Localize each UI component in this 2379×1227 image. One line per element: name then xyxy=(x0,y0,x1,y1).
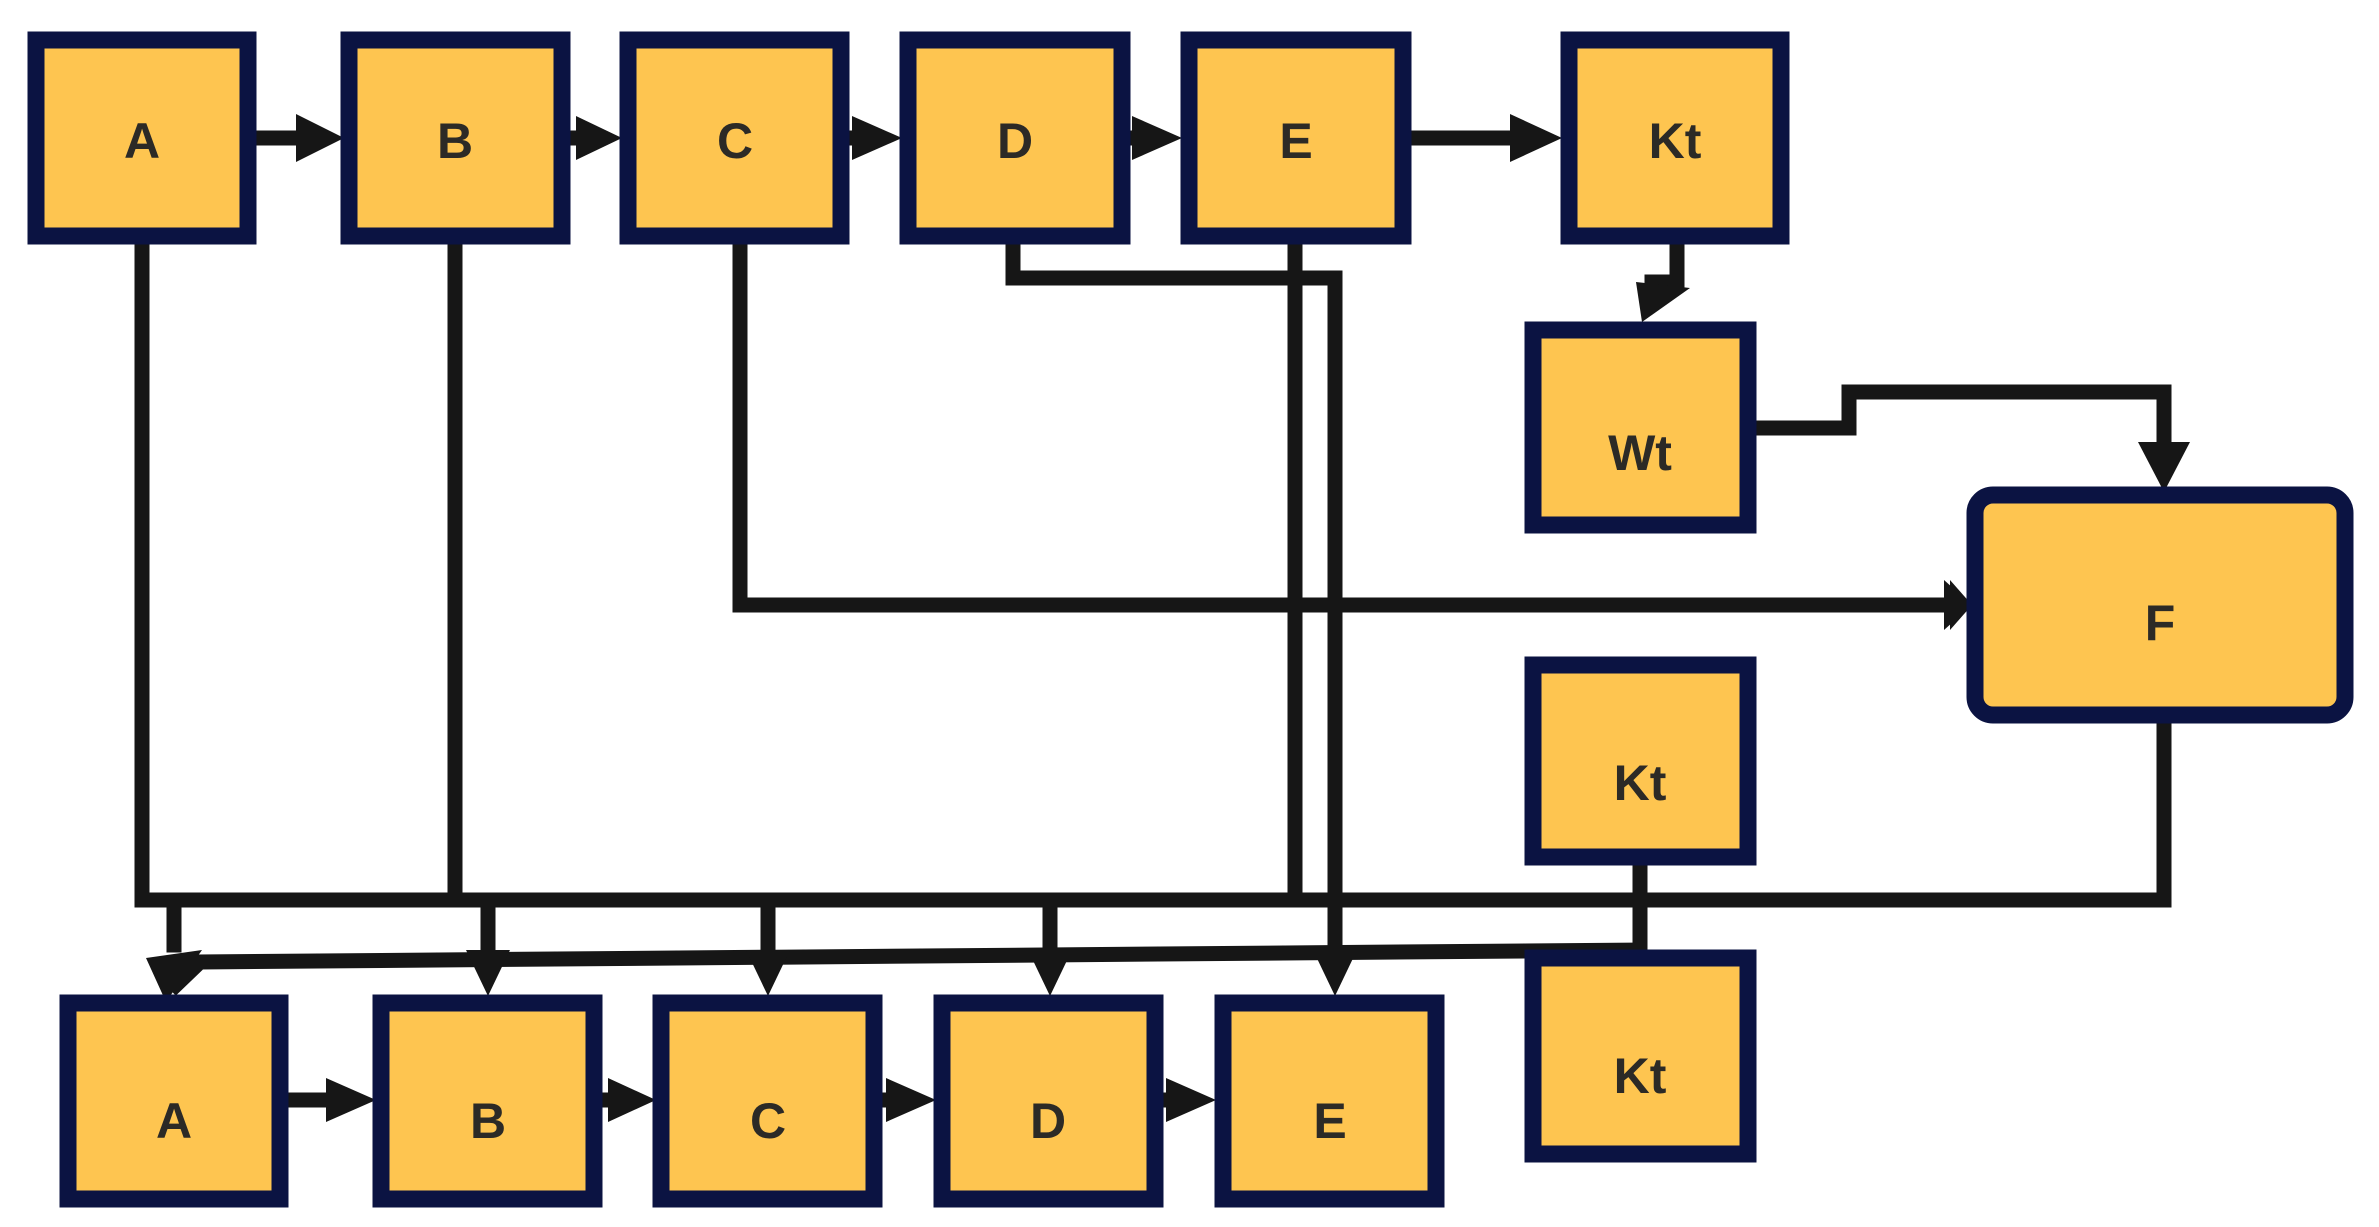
node-label: E xyxy=(1279,113,1312,169)
node-mid-kt: Kt xyxy=(1524,656,1757,866)
edge-top-c-f xyxy=(732,228,1958,613)
node-label: Wt xyxy=(1608,425,1672,481)
node-label: B xyxy=(437,113,473,169)
node-box xyxy=(899,31,1131,245)
node-bottom-a: A xyxy=(59,994,289,1208)
edge-top-d-bottom-e xyxy=(1005,228,1343,963)
node-label: Kt xyxy=(1614,755,1667,811)
node-top-a: A xyxy=(27,31,257,245)
node-bottom-d: D xyxy=(933,994,1164,1208)
node-bottom-kt: Kt xyxy=(1524,949,1757,1163)
node-label: A xyxy=(156,1093,192,1149)
node-box xyxy=(1524,949,1757,1163)
node-box xyxy=(1180,31,1412,245)
node-label: C xyxy=(717,113,753,169)
edge-wt-f xyxy=(1741,384,2172,452)
node-top-d: D xyxy=(899,31,1131,245)
node-box xyxy=(340,31,571,245)
connectors xyxy=(134,114,2190,1122)
node-bottom-b: B xyxy=(372,994,603,1208)
node-label: E xyxy=(1313,1093,1346,1149)
node-box xyxy=(1524,321,1757,534)
arrow-head xyxy=(146,950,202,1002)
node-label: A xyxy=(124,113,160,169)
arrow-head xyxy=(1944,580,1972,630)
node-label: B xyxy=(470,1093,506,1149)
arrow-head xyxy=(852,116,902,160)
arrow-head xyxy=(576,116,622,160)
node-box xyxy=(1966,486,2354,724)
node-box xyxy=(1214,994,1445,1208)
arrow-head xyxy=(466,950,510,996)
node-box xyxy=(372,994,603,1208)
node-box xyxy=(933,994,1164,1208)
node-wt: Wt xyxy=(1524,321,1757,534)
node-f: F xyxy=(1966,486,2354,724)
arrow-head xyxy=(886,1078,936,1122)
bus-lower xyxy=(165,942,1648,996)
arrow-head xyxy=(1313,950,1357,996)
bus-upper xyxy=(134,715,2172,908)
arrow-head xyxy=(746,950,790,996)
arrow-head xyxy=(1166,1078,1216,1122)
node-box xyxy=(27,31,257,245)
node-box xyxy=(59,994,289,1208)
node-label: F xyxy=(2145,595,2176,651)
arrow-head xyxy=(1028,950,1072,996)
nodes: A B C D E Kt Wt F xyxy=(27,31,2354,1208)
arrow-head xyxy=(1132,116,1182,160)
node-box xyxy=(1560,31,1790,245)
arrow-head xyxy=(296,114,344,162)
node-box xyxy=(652,994,883,1208)
node-top-b: B xyxy=(340,31,571,245)
arrow-head xyxy=(1636,282,1690,322)
node-label: D xyxy=(1030,1093,1066,1149)
node-top-e: E xyxy=(1180,31,1412,245)
node-label: Kt xyxy=(1649,113,1702,169)
arrow-head xyxy=(2138,442,2190,492)
arrow-head xyxy=(326,1078,376,1122)
node-label: Kt xyxy=(1614,1048,1667,1104)
node-top-kt: Kt xyxy=(1560,31,1790,245)
node-label: D xyxy=(997,113,1033,169)
node-box xyxy=(1524,656,1757,866)
arrow-head xyxy=(608,1078,656,1122)
node-box xyxy=(619,31,850,245)
arrow-head xyxy=(1510,114,1562,162)
node-top-c: C xyxy=(619,31,850,245)
node-bottom-e: E xyxy=(1214,994,1445,1208)
node-bottom-c: C xyxy=(652,994,883,1208)
node-label: C xyxy=(750,1093,786,1149)
